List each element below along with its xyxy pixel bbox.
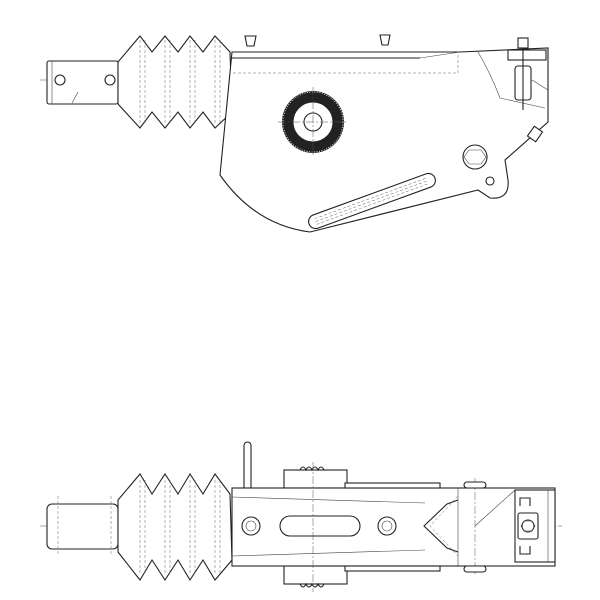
bolt-lug (526, 125, 544, 143)
hex-bolt (462, 144, 488, 170)
mounting-hole-right (377, 516, 397, 536)
lever-pin (243, 441, 252, 491)
gear (278, 87, 348, 157)
bellows (117, 472, 233, 582)
clamp-assembly (507, 37, 549, 110)
shaft (46, 496, 119, 556)
clamp-assembly (514, 489, 556, 563)
bellows (117, 35, 233, 129)
pin-top-right (379, 34, 391, 46)
top-view (40, 441, 562, 592)
pin-top-left (244, 35, 257, 47)
side-view (40, 34, 549, 233)
shaft (46, 60, 119, 105)
housing (231, 462, 556, 592)
adjustment-slot (308, 172, 436, 230)
mounting-hole-left (241, 516, 261, 536)
lug-hole (485, 176, 495, 186)
adjustment-slot (279, 515, 361, 537)
gear-block-top (283, 466, 348, 489)
v-guide (423, 495, 459, 557)
gear-block-bottom (283, 565, 348, 588)
